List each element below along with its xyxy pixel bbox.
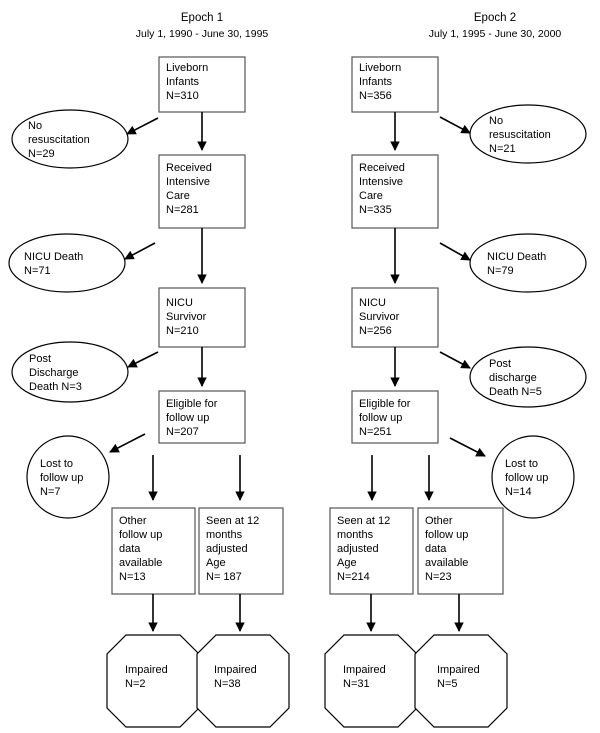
epoch-2-header-title: Epoch 2 xyxy=(473,12,517,24)
epoch-2-header-subtitle: July 1, 1995 - June 30, 2000 xyxy=(428,28,562,40)
edge-e2-to-lost-to-follow-up xyxy=(449,437,486,457)
node-e2-impaired-seen xyxy=(324,634,418,728)
label-e2-seen-at-12-months: Seen at 12 months adjusted Age N=214 xyxy=(337,515,391,583)
edge-e1-to-post-discharge-death xyxy=(127,351,159,368)
node-e2-liveborn xyxy=(351,56,439,113)
node-e2-lost-to-follow-up xyxy=(491,435,575,519)
label-e1-no-resuscitation: No resuscitation N=29 xyxy=(28,120,90,160)
node-e2-nicu-death xyxy=(469,233,587,293)
label-e2-liveborn: Liveborn Infants N=356 xyxy=(359,62,402,102)
label-e1-impaired-seen: Impaired N=38 xyxy=(214,664,257,690)
node-e2-no-resuscitation xyxy=(469,104,587,164)
label-e2-eligible-for-follow-up: Eligible for follow up N=251 xyxy=(359,398,411,438)
label-e2-impaired-seen: Impaired N=31 xyxy=(343,664,386,690)
node-e1-impaired-other xyxy=(106,634,200,728)
node-e1-other-follow-up-data xyxy=(111,507,196,595)
node-e2-impaired-other xyxy=(414,634,508,728)
label-e1-nicu-death: NICU Death N=71 xyxy=(24,251,84,277)
label-e1-other-follow-up-data: Other follow up data available N=13 xyxy=(119,515,163,583)
node-e1-seen-at-12-months xyxy=(198,507,284,595)
label-e1-post-discharge-death: Post Discharge Death N=3 xyxy=(29,353,82,393)
edge-e1-to-lost-to-follow-up xyxy=(109,433,146,453)
node-e1-eligible-for-follow-up xyxy=(158,390,246,444)
node-e2-received-intensive-care xyxy=(351,154,439,229)
node-e1-post-discharge-death xyxy=(11,341,129,403)
label-e1-seen-at-12-months: Seen at 12 months adjusted Age N= 187 xyxy=(206,515,260,583)
label-e1-liveborn: Liveborn Infants N=310 xyxy=(166,62,209,102)
label-e1-eligible-for-follow-up: Eligible for follow up N=207 xyxy=(166,398,218,438)
label-e2-received-intensive-care: Received Intensive Care N=335 xyxy=(359,162,405,216)
node-e1-nicu-survivor xyxy=(158,287,246,348)
node-e1-impaired-seen xyxy=(196,634,290,728)
edge-e2-to-nicu-death xyxy=(439,242,471,261)
node-e1-liveborn xyxy=(158,56,246,113)
label-e2-impaired-other: Impaired N=5 xyxy=(437,664,480,690)
label-e2-nicu-death: NICU Death N=79 xyxy=(487,251,547,277)
node-e2-seen-at-12-months xyxy=(329,507,414,595)
edge-e2-to-no-resuscitation xyxy=(439,116,471,134)
node-e1-received-intensive-care xyxy=(158,154,246,229)
edge-e1-to-nicu-death xyxy=(124,242,156,260)
edge-e2-to-post-discharge-death xyxy=(439,351,471,369)
label-e2-nicu-survivor: NICU Survivor N=256 xyxy=(359,297,400,337)
node-e2-post-discharge-death xyxy=(469,346,587,408)
node-e2-nicu-survivor xyxy=(351,287,439,348)
label-e1-lost-to-follow-up: Lost to follow up N=7 xyxy=(40,458,84,498)
node-e2-other-follow-up-data xyxy=(417,507,504,595)
node-e1-no-resuscitation xyxy=(11,109,129,169)
label-e1-nicu-survivor: NICU Survivor N=210 xyxy=(166,297,207,337)
node-e1-lost-to-follow-up xyxy=(26,435,110,519)
edge-e1-to-no-resuscitation xyxy=(126,117,159,135)
label-e1-received-intensive-care: Received Intensive Care N=281 xyxy=(166,162,212,216)
epoch-1-header-subtitle: July 1, 1990 - June 30, 1995 xyxy=(135,28,269,40)
label-e2-other-follow-up-data: Other follow up data available N=23 xyxy=(425,515,469,583)
label-e2-no-resuscitation: No resuscitation N=21 xyxy=(489,115,551,155)
node-e1-nicu-death xyxy=(8,233,126,293)
label-e2-post-discharge-death: Post discharge Death N=5 xyxy=(489,358,542,398)
epoch-1-header-title: Epoch 1 xyxy=(180,12,224,24)
label-e2-lost-to-follow-up: Lost to follow up N=14 xyxy=(505,458,549,498)
label-e1-impaired-other: Impaired N=2 xyxy=(125,664,168,690)
node-e2-eligible-for-follow-up xyxy=(351,390,439,444)
